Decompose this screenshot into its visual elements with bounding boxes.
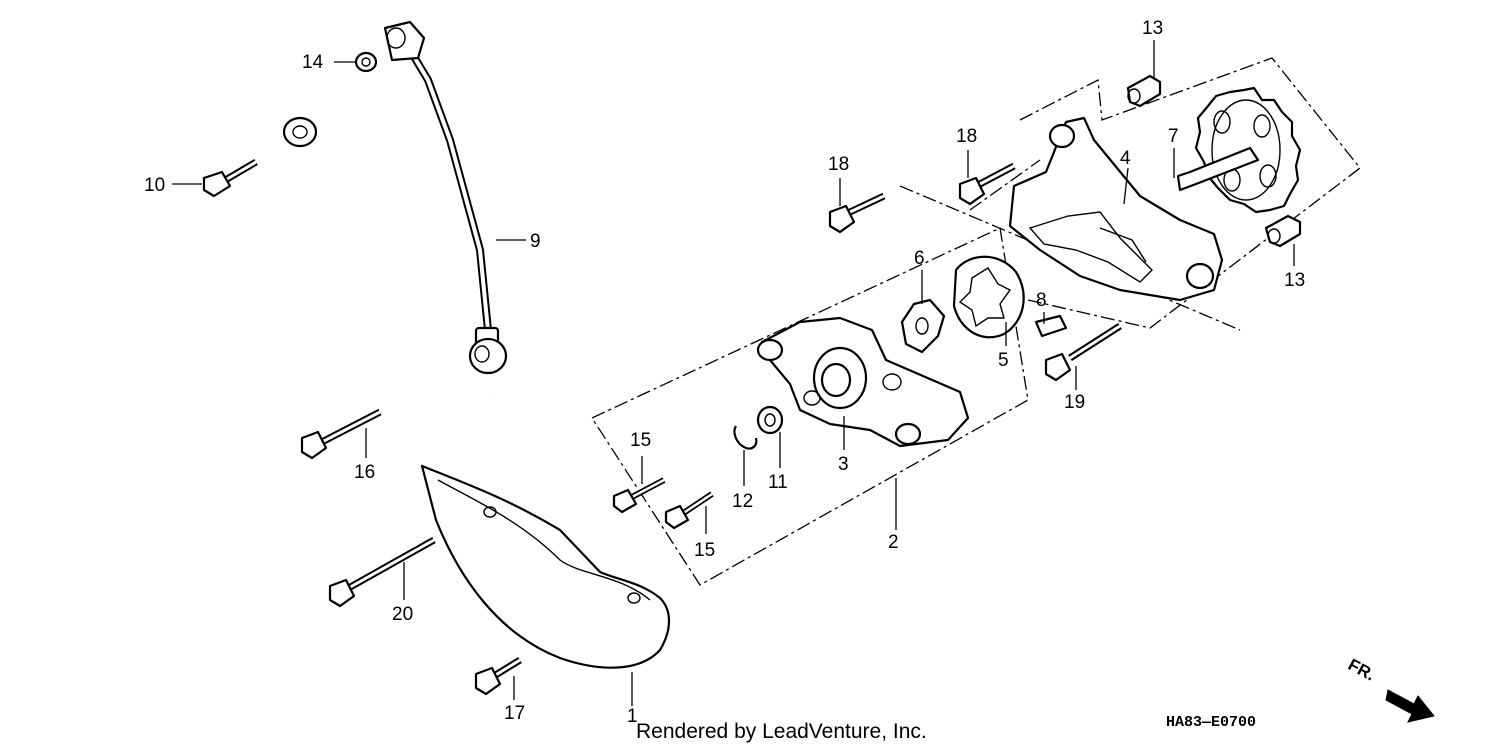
bolt-16[interactable] <box>300 408 382 460</box>
label-16: 16 <box>354 462 375 483</box>
label-13b: 13 <box>1284 270 1305 291</box>
label-17: 17 <box>504 703 525 724</box>
collar-13-upper[interactable] <box>1126 74 1162 108</box>
collar-13-lower[interactable] <box>1264 214 1302 248</box>
leader-lines <box>172 40 1295 706</box>
shield-1[interactable] <box>420 464 671 669</box>
bolt-20[interactable] <box>328 536 436 608</box>
outer-rotor-5[interactable] <box>952 255 1025 339</box>
snap-ring-12[interactable] <box>733 425 758 450</box>
front-label: FR. <box>1345 655 1378 685</box>
label-6: 6 <box>914 248 925 269</box>
front-arrow-icon <box>1385 689 1435 723</box>
label-20: 20 <box>392 604 413 625</box>
label-2: 2 <box>888 532 899 553</box>
label-3: 3 <box>838 454 849 475</box>
label-18b: 18 <box>956 126 977 147</box>
label-11: 11 <box>768 472 788 493</box>
washer-11[interactable] <box>756 405 784 435</box>
render-credit: Rendered by LeadVenture, Inc. <box>636 720 927 743</box>
callout-labels: 14 10 9 16 20 17 1 15 15 12 11 3 2 18 18… <box>144 18 1305 727</box>
bolt-18-upper[interactable] <box>958 162 1016 206</box>
label-10: 10 <box>144 175 165 196</box>
label-5: 5 <box>998 350 1009 371</box>
washer-14[interactable] <box>354 51 378 73</box>
bolt-15-lower[interactable] <box>664 491 714 530</box>
dowel-pin-8[interactable] <box>1034 314 1068 338</box>
bolt-15-upper[interactable] <box>612 477 666 514</box>
label-13a: 13 <box>1142 18 1163 39</box>
drive-gear-7[interactable] <box>1176 86 1302 214</box>
label-8: 8 <box>1036 290 1047 311</box>
label-15b: 15 <box>694 540 715 561</box>
label-9: 9 <box>530 231 541 252</box>
label-15a: 15 <box>630 430 651 451</box>
bolt-19[interactable] <box>1044 323 1122 382</box>
inner-rotor-6[interactable] <box>900 298 946 354</box>
diagram-code: HA83—E0700 <box>1166 714 1256 731</box>
bolt-17[interactable] <box>474 657 522 696</box>
label-19: 19 <box>1064 392 1085 413</box>
bolt-10[interactable] <box>202 158 258 198</box>
label-4: 4 <box>1120 148 1131 169</box>
label-1: 1 <box>627 706 638 727</box>
pump-cover-4[interactable] <box>1008 116 1224 302</box>
pump-body-3[interactable] <box>756 316 970 448</box>
label-18a: 18 <box>828 154 849 175</box>
label-14: 14 <box>302 52 324 73</box>
label-7: 7 <box>1168 126 1179 147</box>
bolt-18-lower[interactable] <box>828 192 886 234</box>
oil-pipe-9[interactable] <box>282 20 508 417</box>
front-direction-marker: FR. <box>1345 655 1435 723</box>
label-12: 12 <box>732 491 753 512</box>
